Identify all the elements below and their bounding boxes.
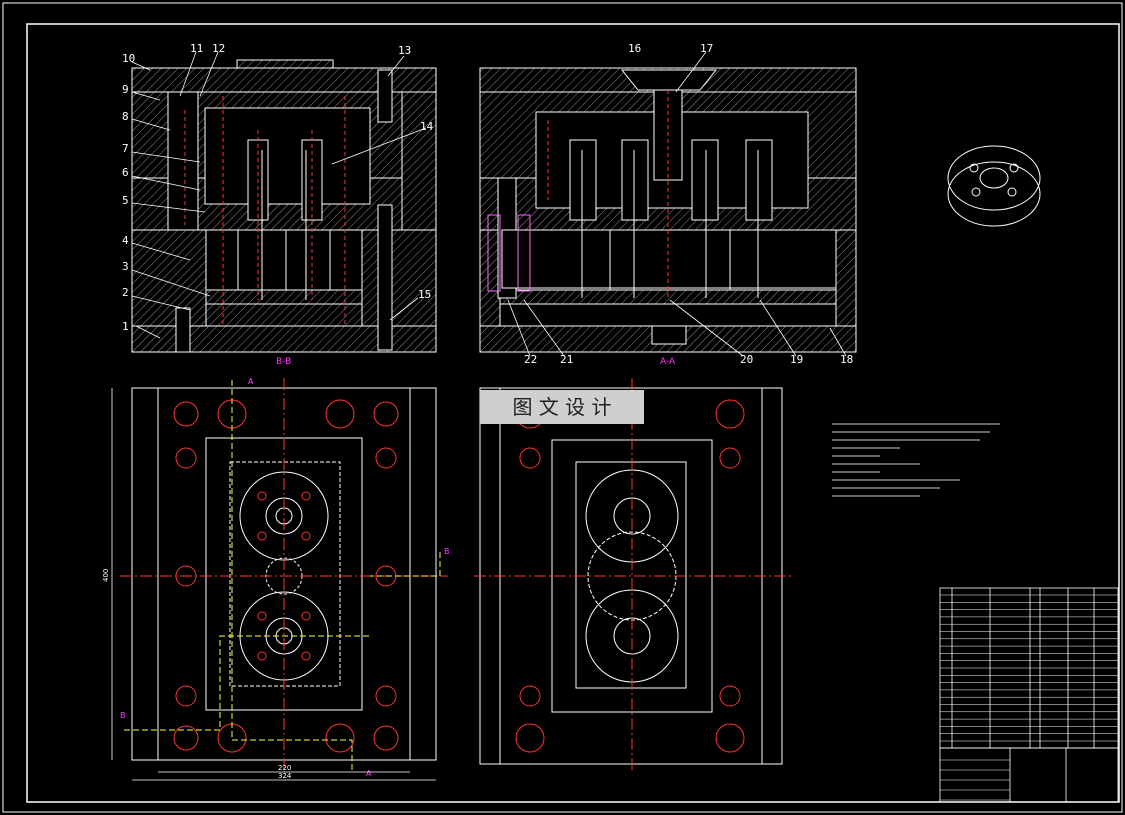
inner-border: [26, 23, 1120, 803]
callout-15: 15: [418, 288, 431, 301]
parts-list-rows: [940, 594, 1118, 801]
callout-18: 18: [840, 353, 853, 366]
dimension-lines: [111, 388, 436, 781]
section-b-b-cavity: [167, 69, 393, 353]
springs: [487, 214, 531, 292]
section-mark-b-right: B: [444, 547, 450, 556]
callout-leaders: [131, 51, 847, 357]
callout-13: 13: [398, 44, 411, 57]
callout-4: 4: [122, 234, 129, 247]
technical-notes: [832, 423, 1000, 497]
callout-16: 16: [628, 42, 641, 55]
callout-21: 21: [560, 353, 573, 366]
section-mark-b-left: B: [120, 711, 126, 720]
callout-19: 19: [790, 353, 803, 366]
callout-11: 11: [190, 42, 203, 55]
callout-22: 22: [524, 353, 537, 366]
callout-8: 8: [122, 110, 129, 123]
section-b-b-hidden-lines: [184, 96, 346, 326]
hollow-wheel-part-icon: [947, 145, 1041, 227]
section-b-b-ejector-pins: [237, 150, 331, 300]
callout-5: 5: [122, 194, 129, 207]
callout-20: 20: [740, 353, 753, 366]
section-mark-a-top: A: [248, 377, 254, 386]
callout-12: 12: [212, 42, 225, 55]
callout-14: 14: [420, 120, 434, 133]
callout-1: 1: [122, 320, 129, 333]
watermark-stamp: [480, 390, 644, 424]
section-label-b-b: B-B: [276, 357, 291, 367]
dim-height: 400: [102, 569, 110, 582]
callout-2: 2: [122, 286, 129, 299]
plan-view-centerlines: [120, 378, 448, 770]
watermark-text: 图 文 设 计: [512, 395, 611, 419]
section-label-a-a: A-A: [660, 357, 676, 367]
callout-7: 7: [122, 142, 129, 155]
section-a-a-ejector-pins: [581, 150, 759, 298]
callout-numbers: 1 2 3 4 5 6 7 8 9 10 11 12 13 14 15 16 1…: [122, 42, 853, 366]
callout-3: 3: [122, 260, 129, 273]
section-mark-a-bottom: A: [366, 769, 372, 778]
callout-6: 6: [122, 166, 129, 179]
plan-view-fixed-centerlines: [474, 378, 792, 770]
callout-9: 9: [122, 83, 129, 96]
callout-17: 17: [700, 42, 713, 55]
plan-view-section-path: [124, 380, 441, 770]
callout-10: 10: [122, 52, 135, 65]
dim-width-outer: 324: [278, 772, 292, 780]
section-a-a-hidden-lines: [547, 90, 669, 298]
dim-width-inner: 220: [278, 764, 291, 772]
